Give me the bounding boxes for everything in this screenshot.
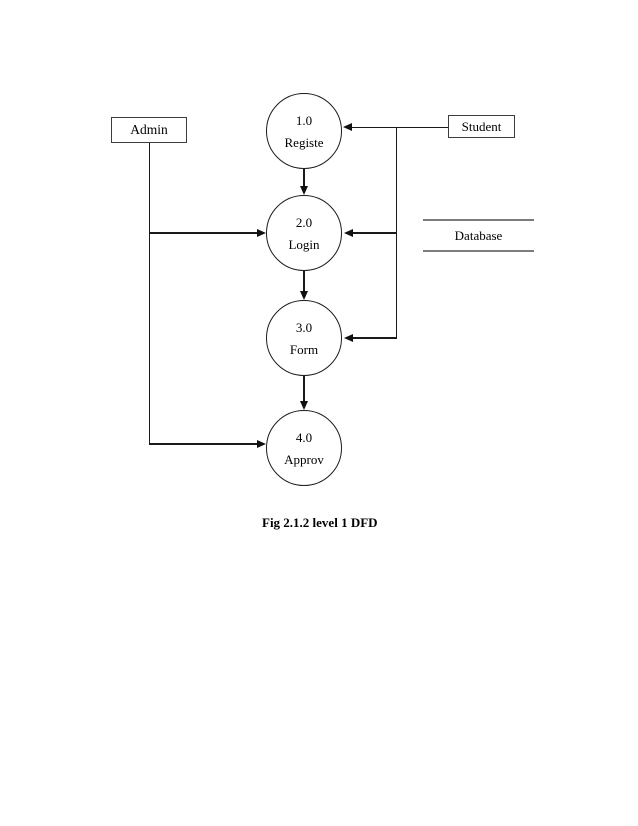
process-label: Form xyxy=(289,341,319,357)
datastore-database: Database xyxy=(423,229,534,241)
arrowhead-admin-to-login xyxy=(257,228,266,237)
arrowhead-register-to-login xyxy=(299,186,308,195)
figure-caption: Fig 2.1.2 level 1 DFD xyxy=(262,515,378,530)
process-label: Login xyxy=(288,236,320,252)
datastore-top-line xyxy=(423,219,534,221)
arrowhead-admin-to-approve xyxy=(257,439,266,448)
process-circle-approve: 4.0 Approv xyxy=(266,410,342,486)
flow-line-admin-trunk xyxy=(148,143,150,444)
student-entity-box: Student xyxy=(448,115,515,138)
student-entity-label: Student xyxy=(461,119,502,134)
arrowhead-student-to-form xyxy=(344,333,353,342)
flow-line-login-to-form xyxy=(303,271,305,292)
flow-line-student-to-form xyxy=(352,337,397,339)
flow-line-student-to-login xyxy=(352,232,397,234)
admin-entity-box: Admin xyxy=(111,117,187,143)
flow-line-student-to-register xyxy=(352,126,448,128)
process-number: 4.0 xyxy=(295,429,313,445)
process-circle-form: 3.0 Form xyxy=(266,300,342,376)
flow-line-form-to-approve xyxy=(303,376,305,401)
datastore-label: Database xyxy=(454,229,503,241)
arrowhead-login-to-form xyxy=(299,291,308,300)
datastore-bottom-line xyxy=(423,250,534,252)
flow-line-admin-to-login xyxy=(148,232,258,234)
admin-entity-label: Admin xyxy=(130,122,168,138)
arrowhead-student-to-login xyxy=(344,228,353,237)
flow-line-register-to-login xyxy=(303,169,305,187)
process-number: 3.0 xyxy=(295,319,313,335)
arrowhead-student-to-register xyxy=(343,122,352,131)
process-number: 1.0 xyxy=(295,112,313,128)
flow-line-admin-to-approve xyxy=(148,443,258,445)
process-circle-register: 1.0 Registe xyxy=(266,93,342,169)
arrowhead-form-to-approve xyxy=(299,401,308,410)
process-number: 2.0 xyxy=(295,214,313,230)
process-label: Registe xyxy=(284,134,324,150)
process-label: Approv xyxy=(284,451,324,467)
process-circle-login: 2.0 Login xyxy=(266,195,342,271)
